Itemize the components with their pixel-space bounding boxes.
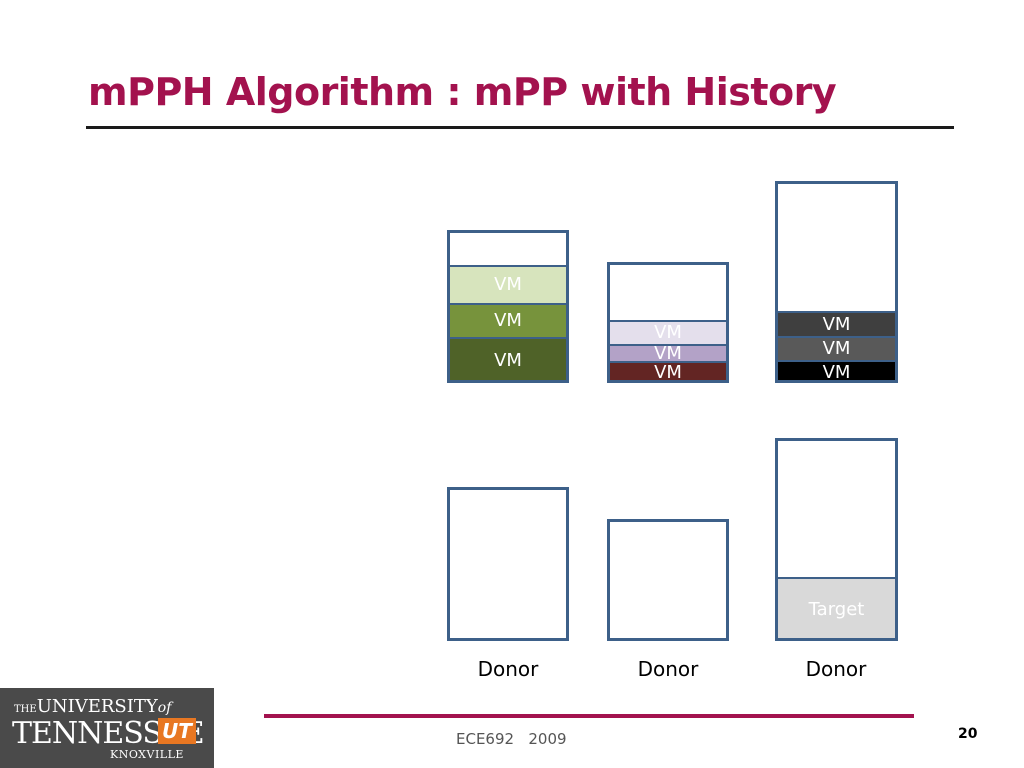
donor-host-3: Target [775,438,898,641]
vm-block: VM [450,337,566,380]
vm-block: VM [778,360,895,383]
vm-label: VM [654,342,682,364]
page-number: 20 [958,726,978,742]
vm-block: VM [610,361,726,383]
logo-university: UNIVERSITY [36,696,158,717]
donor-host-2 [607,519,729,641]
vm-block: VM [450,265,566,303]
slide-title: mPPH Algorithm : mPP with History [88,70,837,114]
vm-label: VM [654,322,682,343]
footer-divider [264,714,914,718]
vm-block: VM [778,311,895,336]
vm-block: VM [778,336,895,360]
donor-host-1 [447,487,569,641]
donor-label: Donor [477,657,539,681]
vm-block: VM [610,342,726,364]
host-3: VM VM VM [775,181,898,383]
vm-label: VM [654,362,682,383]
host-1: VM VM VM [447,230,569,383]
logo-university-line: THEUNIVERSITYof [14,696,171,717]
vm-label: VM [494,350,522,371]
vm-label: VM [822,338,851,359]
vm-label: VM [822,361,851,383]
logo-knoxville: KNOXVILLE [110,748,184,761]
footer-text: ECE692 2009 [456,730,567,748]
vm-label: VM [822,313,851,335]
target-label: Target [808,599,865,620]
logo-of: of [157,700,172,716]
title-underline [86,126,954,129]
vm-block: VM [450,303,566,337]
host-2: VM VM VM [607,262,729,383]
university-logo: THEUNIVERSITYof TENNESSEE UT KNOXVILLE [0,688,214,768]
vm-block: VM [610,320,726,344]
vm-label: VM [494,310,522,331]
target-block: Target [778,577,895,638]
logo-ut-mark: UT [158,718,196,744]
logo-the: THE [14,704,37,715]
donor-label: Donor [805,657,867,681]
vm-label: VM [494,274,522,295]
donor-label: Donor [637,657,699,681]
